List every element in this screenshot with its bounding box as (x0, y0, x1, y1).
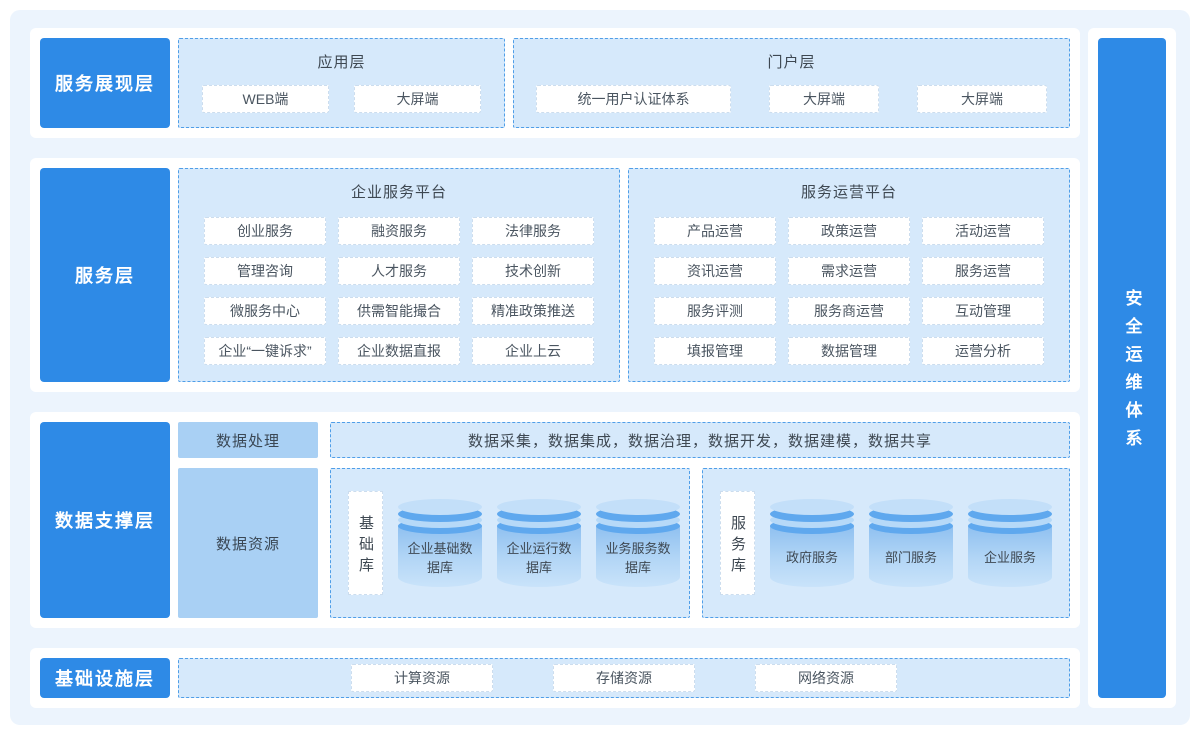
service-database-group: 服务库 政府服务 部门服务 (702, 468, 1070, 618)
chip-operation-item: 数据管理 (788, 337, 910, 365)
operation-platform-box: 服务运营平台 产品运营 政策运营 活动运营 资讯运营 需求运营 服务运营 服务评… (628, 168, 1070, 382)
portal-layer-box: 门户层 统一用户认证体系 大屏端 大屏端 (513, 38, 1070, 128)
application-layer-title: 应用层 (317, 54, 366, 71)
enterprise-platform-items: 创业服务 融资服务 法律服务 管理咨询 人才服务 技术创新 微服务中心 供需智能… (179, 217, 619, 365)
database-cylinder-icon: 业务服务数据库 (596, 499, 680, 587)
diagram-panel: 服务展现层 应用层 WEB端 大屏端 门户层 统一用户认证体系 大屏端 大屏端 (10, 10, 1190, 725)
presentation-layer-label: 服务展现层 (40, 38, 170, 128)
application-layer-items: WEB端 大屏端 (179, 85, 504, 113)
operation-platform-title: 服务运营平台 (800, 184, 897, 201)
portal-layer-title: 门户层 (767, 54, 816, 71)
chip-service-item: 企业上云 (472, 337, 594, 365)
chip-operation-item: 产品运营 (654, 217, 776, 245)
chip-big-screen: 大屏端 (354, 85, 481, 113)
chip-operation-item: 互动管理 (922, 297, 1044, 325)
security-ops-bar: 安全运维体系 (1098, 38, 1166, 698)
operation-platform-items: 产品运营 政策运营 活动运营 资讯运营 需求运营 服务运营 服务评测 服务商运营… (629, 217, 1069, 365)
data-support-layer-row: 数据支撑层 数据处理 数据采集，数据集成，数据治理，数据开发，数据建模，数据共享… (30, 412, 1080, 628)
chip-unified-auth: 统一用户认证体系 (536, 85, 731, 113)
security-column: 安全运维体系 (1088, 28, 1176, 708)
database-cylinder-icon: 企业运行数据库 (497, 499, 581, 587)
chip-operation-item: 服务评测 (654, 297, 776, 325)
database-label: 业务服务数据库 (605, 540, 671, 576)
chip-big-screen: 大屏端 (769, 85, 879, 113)
chip-service-item: 企业数据直报 (338, 337, 460, 365)
layers-column: 服务展现层 应用层 WEB端 大屏端 门户层 统一用户认证体系 大屏端 大屏端 (30, 28, 1080, 708)
database-label: 政府服务 (785, 550, 838, 566)
database-cylinder-icon: 部门服务 (869, 499, 953, 587)
chip-compute-resource: 计算资源 (351, 664, 493, 692)
database-label: 企业运行数据库 (506, 540, 572, 576)
database-cylinder-icon: 政府服务 (770, 499, 854, 587)
chip-operation-item: 政策运营 (788, 217, 910, 245)
chip-web-client: WEB端 (202, 85, 329, 113)
chip-service-item: 法律服务 (472, 217, 594, 245)
chip-service-item: 微服务中心 (204, 297, 326, 325)
chip-network-resource: 网络资源 (755, 664, 897, 692)
chip-service-item: 人才服务 (338, 257, 460, 285)
database-label: 部门服务 (884, 550, 937, 566)
chip-service-item: 创业服务 (204, 217, 326, 245)
data-processing-description: 数据采集，数据集成，数据治理，数据开发，数据建模，数据共享 (330, 422, 1070, 458)
data-resource-label: 数据资源 (178, 468, 318, 618)
chip-big-screen: 大屏端 (917, 85, 1047, 113)
chip-service-item: 融资服务 (338, 217, 460, 245)
service-layer-label: 服务层 (40, 168, 170, 382)
base-database-group: 基础库 企业基础数据库 企业运行数据库 (330, 468, 690, 618)
chip-operation-item: 填报管理 (654, 337, 776, 365)
chip-service-item: 企业“一键诉求” (204, 337, 326, 365)
database-label: 企业基础数据库 (407, 540, 473, 576)
infrastructure-box: 计算资源 存储资源 网络资源 (178, 658, 1070, 698)
chip-service-item: 供需智能撮合 (338, 297, 460, 325)
chip-operation-item: 服务商运营 (788, 297, 910, 325)
infrastructure-layer-row: 基础设施层 计算资源 存储资源 网络资源 (30, 648, 1080, 708)
database-label: 企业服务 (983, 550, 1036, 566)
service-db-group-label: 服务库 (720, 491, 755, 595)
chip-service-item: 技术创新 (472, 257, 594, 285)
enterprise-platform-title: 企业服务平台 (350, 184, 447, 201)
portal-layer-items: 统一用户认证体系 大屏端 大屏端 (514, 85, 1069, 113)
enterprise-platform-box: 企业服务平台 创业服务 融资服务 法律服务 管理咨询 人才服务 技术创新 微服务… (178, 168, 620, 382)
application-layer-box: 应用层 WEB端 大屏端 (178, 38, 505, 128)
database-cylinder-icon: 企业基础数据库 (398, 499, 482, 587)
infrastructure-layer-label: 基础设施层 (40, 658, 170, 698)
chip-operation-item: 活动运营 (922, 217, 1044, 245)
data-support-layer-label: 数据支撑层 (40, 422, 170, 618)
data-support-content: 数据处理 数据采集，数据集成，数据治理，数据开发，数据建模，数据共享 数据资源 … (178, 422, 1070, 618)
data-processing-row: 数据处理 数据采集，数据集成，数据治理，数据开发，数据建模，数据共享 (178, 422, 1070, 458)
chip-operation-item: 资讯运营 (654, 257, 776, 285)
chip-service-item: 管理咨询 (204, 257, 326, 285)
service-layer-row: 服务层 企业服务平台 创业服务 融资服务 法律服务 管理咨询 人才服务 技术创新… (30, 158, 1080, 392)
presentation-layer-row: 服务展现层 应用层 WEB端 大屏端 门户层 统一用户认证体系 大屏端 大屏端 (30, 28, 1080, 138)
database-cylinder-icon: 企业服务 (968, 499, 1052, 587)
data-resource-row: 数据资源 基础库 企业基础数据库 企业运行数据库 (178, 468, 1070, 618)
chip-operation-item: 需求运营 (788, 257, 910, 285)
chip-storage-resource: 存储资源 (553, 664, 695, 692)
chip-service-item: 精准政策推送 (472, 297, 594, 325)
security-box: 安全运维体系 (1088, 28, 1176, 708)
base-db-group-label: 基础库 (348, 491, 383, 595)
data-processing-label: 数据处理 (178, 422, 318, 458)
chip-operation-item: 服务运营 (922, 257, 1044, 285)
chip-operation-item: 运营分析 (922, 337, 1044, 365)
